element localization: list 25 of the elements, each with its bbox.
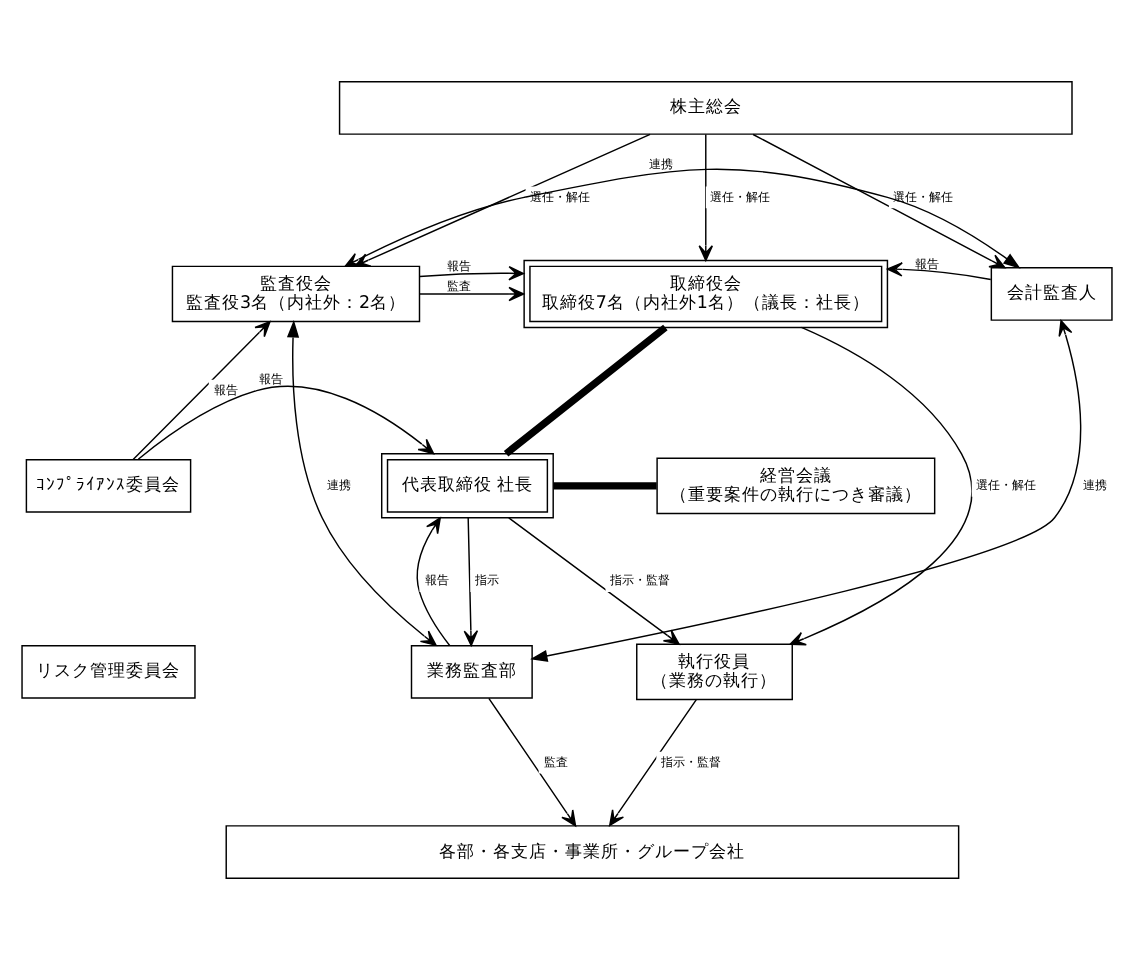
node-box: 経営会議 （重要案件の執行につき審議） xyxy=(656,456,936,514)
arrow xyxy=(132,320,271,460)
connector xyxy=(553,481,657,489)
node-box: 各部・各支店・事業所・グループ会社 xyxy=(225,824,960,878)
arrow xyxy=(609,697,698,826)
node-box: ｺﾝﾌﾟﾗｲｱﾝｽ委員会 xyxy=(25,457,192,512)
arrow xyxy=(886,261,992,280)
arrow xyxy=(418,265,525,280)
node-box: 株主総会 xyxy=(338,80,1073,134)
node-box: 執行役員 （業務の執行） xyxy=(636,642,793,700)
node-box: 代表取締役 社長 xyxy=(381,452,554,518)
arrow xyxy=(530,318,1082,661)
arrow xyxy=(286,319,437,645)
arrow xyxy=(463,516,479,646)
arrow xyxy=(752,132,1006,268)
arrow xyxy=(418,285,525,301)
node-box: 取締役会 取締役7名（内社外1名）（議長：社長） xyxy=(523,258,889,328)
node-box: リスク管理委員会 xyxy=(21,643,196,698)
node-box: 監査役会 監査役3名（内社外：2名） xyxy=(171,264,421,322)
arrow xyxy=(137,384,435,459)
node-box: 会計監査人 xyxy=(990,266,1113,320)
node-box: 業務監査部 xyxy=(410,643,533,698)
arrow xyxy=(698,132,714,261)
arrow xyxy=(789,325,973,645)
connector xyxy=(503,323,668,456)
